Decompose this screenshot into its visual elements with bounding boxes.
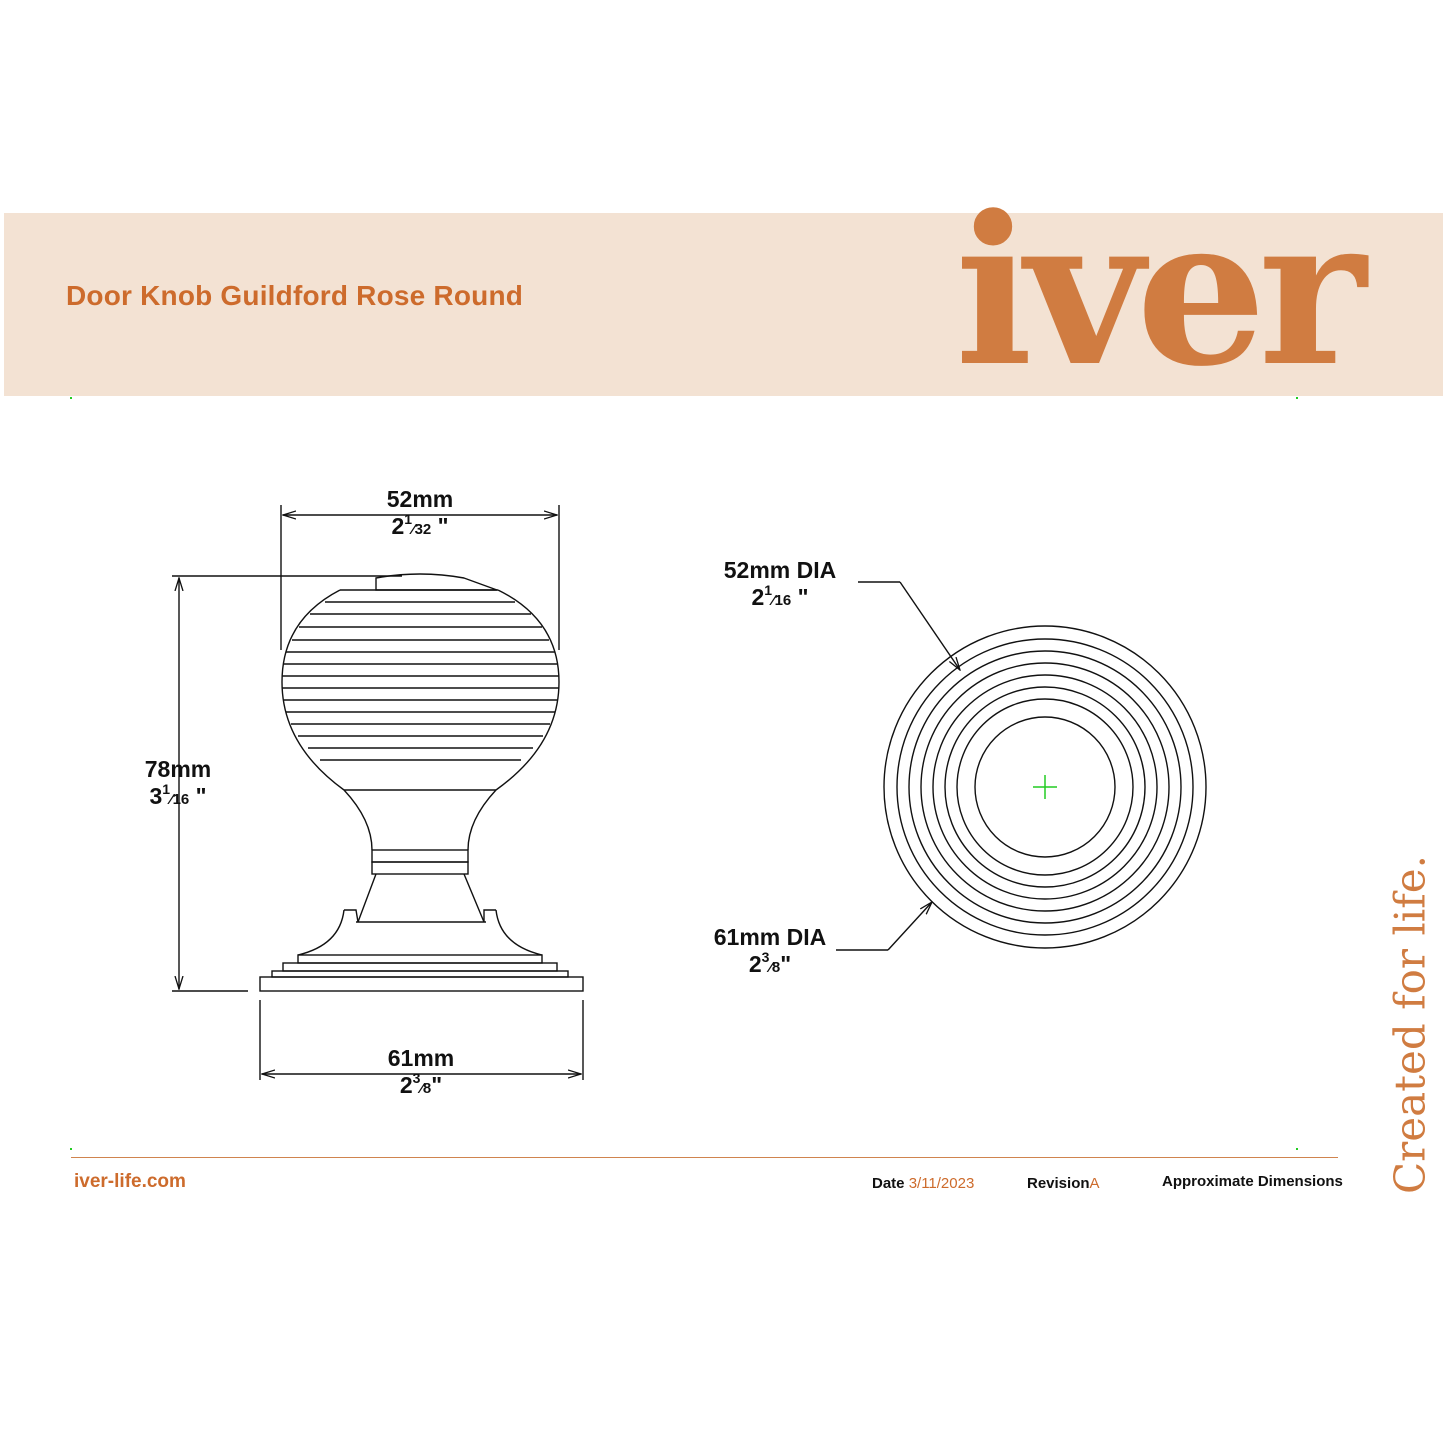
brand-logo: iver bbox=[955, 172, 1366, 412]
revision-value: A bbox=[1089, 1175, 1100, 1192]
inner-dia-whole: 2 bbox=[751, 584, 765, 610]
width-top-den: 32 bbox=[414, 521, 432, 538]
approximate-dimensions-note: Approximate Dimensions bbox=[1162, 1173, 1343, 1190]
height-label: 78mm 31⁄16 " bbox=[118, 756, 238, 810]
width-base-num: 3 bbox=[412, 1070, 421, 1086]
date-field: Date 3/11/2023 bbox=[872, 1175, 974, 1192]
date-label: Date bbox=[872, 1175, 905, 1192]
date-value: 3/11/2023 bbox=[908, 1175, 975, 1192]
knob-side-view bbox=[259, 573, 584, 992]
outer-dia-suffix: " bbox=[780, 951, 792, 977]
width-top-label: 52mm 21⁄32 " bbox=[360, 486, 480, 540]
width-base-suffix: " bbox=[431, 1072, 443, 1098]
center-mark-icon bbox=[1033, 775, 1057, 799]
outer-dia-whole: 2 bbox=[748, 951, 762, 977]
registration-marks bbox=[70, 397, 1298, 1150]
footer-divider bbox=[71, 1157, 1338, 1158]
outer-dia-num: 3 bbox=[761, 949, 770, 965]
width-base-den: 8 bbox=[422, 1080, 432, 1097]
revision-label: Revision bbox=[1027, 1175, 1090, 1192]
height-whole: 3 bbox=[149, 783, 163, 809]
width-top-suffix: " bbox=[437, 513, 449, 539]
outer-dia-metric: 61mm DIA bbox=[713, 924, 827, 950]
outer-dia-leader bbox=[836, 902, 932, 951]
inner-dia-metric: 52mm DIA bbox=[723, 557, 837, 583]
width-base-dimension-line bbox=[259, 1000, 584, 1080]
width-base-label: 61mm 23⁄8" bbox=[361, 1045, 481, 1099]
knob-top-view bbox=[883, 625, 1207, 949]
height-metric: 78mm bbox=[144, 756, 212, 782]
website-link[interactable]: iver-life.com bbox=[74, 1171, 186, 1192]
outer-dia-den: 8 bbox=[771, 959, 781, 976]
width-top-num: 1 bbox=[404, 511, 413, 527]
height-suffix: " bbox=[195, 783, 207, 809]
inner-dia-leader bbox=[858, 581, 960, 670]
inner-dia-suffix: " bbox=[797, 584, 809, 610]
width-top-dimension-line bbox=[280, 505, 560, 650]
width-base-whole: 2 bbox=[399, 1072, 413, 1098]
height-num: 1 bbox=[162, 781, 171, 797]
outer-dia-label: 61mm DIA 23⁄8" bbox=[690, 924, 850, 978]
revision-field: RevisionA bbox=[1027, 1175, 1100, 1192]
width-top-metric: 52mm bbox=[386, 486, 454, 512]
page-title: Door Knob Guildford Rose Round bbox=[66, 280, 524, 311]
inner-dia-den: 16 bbox=[774, 592, 792, 609]
inner-dia-label: 52mm DIA 21⁄16 " bbox=[700, 557, 860, 611]
height-dimension-line bbox=[172, 575, 402, 992]
height-den: 16 bbox=[172, 791, 190, 808]
header-band bbox=[4, 213, 1443, 396]
width-top-whole: 2 bbox=[391, 513, 405, 539]
inner-dia-num: 1 bbox=[764, 582, 773, 598]
width-base-metric: 61mm bbox=[387, 1045, 455, 1071]
